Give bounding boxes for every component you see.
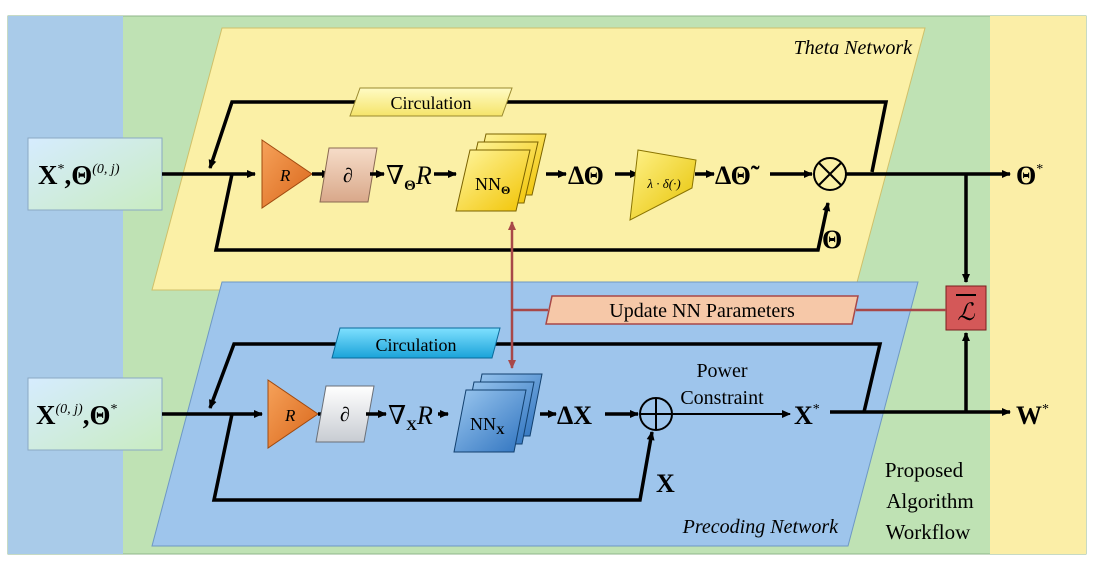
- right-strip: [990, 16, 1086, 554]
- theta-lambda-label: λ · δ(·): [646, 176, 680, 191]
- precoding-delta-label: ΔX: [557, 401, 592, 430]
- theta-nn-stack: [455, 133, 547, 212]
- theta-r-block: [261, 139, 313, 209]
- precoding-nn-stack: [453, 373, 543, 453]
- loss-label: ℒ: [957, 300, 975, 326]
- theta-output-label: Θ*: [1016, 161, 1043, 190]
- precoding-circulation-label: Circulation: [376, 335, 457, 355]
- workflow-line-2: Algorithm: [886, 489, 974, 513]
- theta-input-label: X*,Θ(0, j): [38, 160, 120, 190]
- workflow-line-3: Workflow: [886, 520, 971, 544]
- precoding-gradient-label: ∇XR: [388, 401, 433, 434]
- theta-lambda-block: [629, 149, 697, 221]
- theta-network-title: Theta Network: [794, 37, 913, 59]
- left-strip: [8, 16, 123, 554]
- theta-input-box: [27, 137, 163, 211]
- precoding-r-block: [267, 379, 319, 449]
- precoding-add-node: [639, 397, 673, 431]
- loss-box: [945, 285, 987, 331]
- update-nn-box: [545, 295, 859, 325]
- theta-multiply-node: [813, 157, 847, 191]
- precoding-network-title: Precoding Network: [682, 516, 839, 538]
- precoding-nn-label: NNX: [470, 414, 505, 437]
- precoding-circulation-tag: [331, 327, 501, 359]
- theta-feedback-label: Θ: [822, 225, 842, 254]
- theta-circulation-label: Circulation: [391, 93, 472, 113]
- xstar-label: X*: [794, 401, 820, 430]
- precoding-input-box: [27, 377, 163, 451]
- theta-partial-label: ∂: [343, 165, 353, 187]
- theta-delta-label: ΔΘ: [568, 161, 604, 190]
- theta-feedback-loop: [213, 173, 831, 252]
- theta-gradient-label: ∇ΘR: [386, 161, 432, 194]
- precoding-input-label: X(0, j),Θ*: [36, 400, 117, 430]
- precoding-r-label: R: [284, 406, 296, 425]
- theta-r-label: R: [279, 166, 291, 185]
- theta-partial-block: [319, 147, 378, 203]
- update-nn-label: Update NN Parameters: [609, 300, 795, 322]
- precoding-circulation-loop: [208, 342, 883, 413]
- theta-nn-label: NNΘ: [475, 174, 510, 197]
- power-label: Power: [696, 360, 747, 382]
- precoding-output-label: W*: [1016, 401, 1049, 430]
- precoding-feedback-loop: [211, 413, 655, 502]
- precoding-partial-label: ∂: [340, 404, 350, 426]
- constraint-label: Constraint: [680, 387, 764, 409]
- workflow-line-1: Proposed: [885, 458, 964, 482]
- theta-circulation-tag: [349, 87, 513, 117]
- precoding-feedback-label: X: [656, 469, 675, 498]
- theta-circulation-loop: [208, 100, 889, 173]
- precoding-partial-block: [315, 385, 375, 443]
